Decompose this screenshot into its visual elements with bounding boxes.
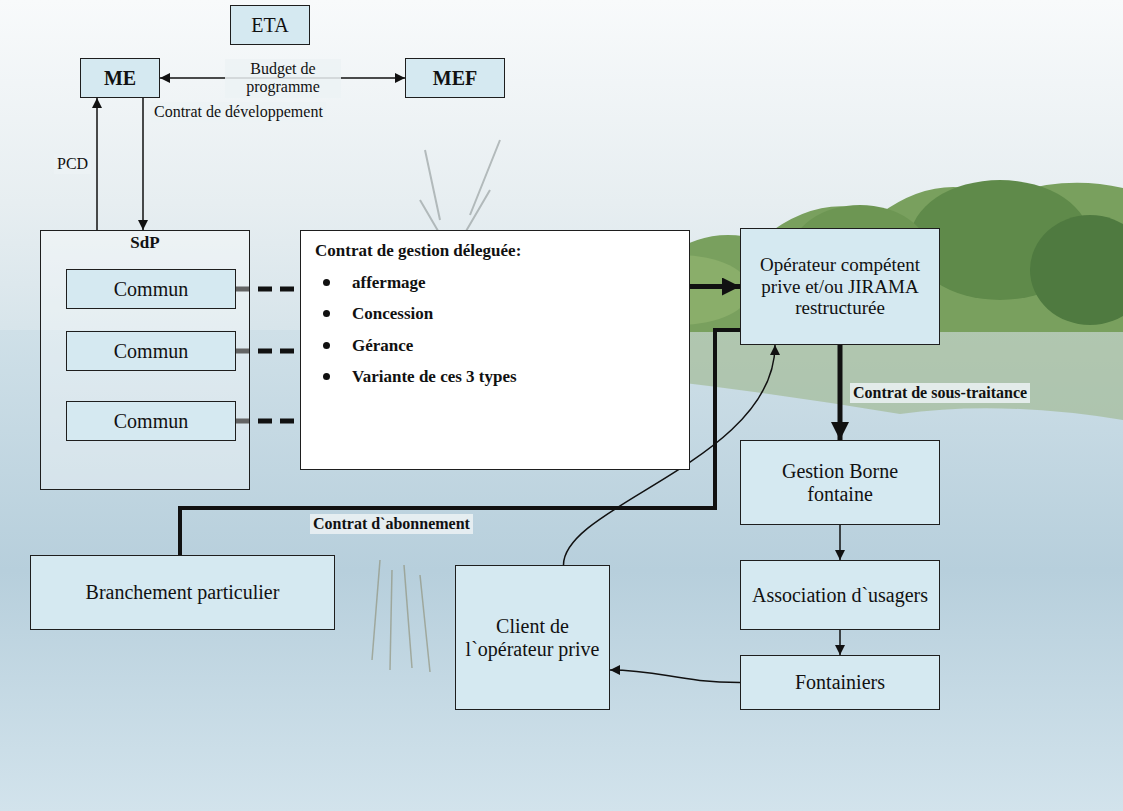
entity-box: MEF <box>405 58 505 98</box>
node-text: Gérance <box>352 336 413 356</box>
node-text: Commun <box>114 410 188 433</box>
connector <box>690 284 740 289</box>
node-text: Opérateur compétent prive et/ou JIRAMA r… <box>747 254 933 320</box>
node-text: Gestion Borne fontaine <box>747 460 933 506</box>
node-text: ETA <box>251 14 288 37</box>
group-box: SdPCommunCommunCommun <box>40 230 250 490</box>
process-box: Gestion Borne fontaine <box>740 440 940 525</box>
node-text: Commun <box>114 278 188 301</box>
process-box: Fontainiers <box>740 655 940 710</box>
edge-label: Budget de programme <box>225 59 341 98</box>
box-heading: SdP <box>130 233 159 253</box>
edge-label: Contrat de développement <box>151 102 326 122</box>
connector <box>610 670 740 683</box>
contract-box: Contrat de gestion déleguée: affermageCon… <box>300 230 690 470</box>
edge-label: PCD <box>54 154 91 174</box>
connector <box>142 98 144 230</box>
node-text: ME <box>104 67 136 90</box>
node-text: Association d`usagers <box>752 584 928 607</box>
tree <box>1030 215 1123 325</box>
bullet-item: Gérance <box>315 336 413 356</box>
node-text: Commun <box>114 340 188 363</box>
bullet-dot <box>323 279 330 286</box>
node-text: Branchement particulier <box>86 581 280 604</box>
entity-box: ME <box>80 58 160 98</box>
client-box: Client de l`opérateur prive <box>455 565 610 710</box>
bullet-item: Concession <box>315 304 433 324</box>
entity-box: ETA <box>230 5 310 45</box>
reeds <box>372 560 430 672</box>
node-text: Concession <box>352 304 433 324</box>
commune-box: Commun <box>66 269 236 309</box>
node-text: MEF <box>433 67 477 90</box>
bullet-item: affermage <box>315 273 426 293</box>
node-text: Client de l`opérateur prive <box>462 615 603 661</box>
bullet-dot <box>323 342 330 349</box>
connector <box>838 345 843 440</box>
bullet-item: Variante de ces 3 types <box>315 367 517 387</box>
edge-label: Contrat de sous-traitance <box>850 383 1030 403</box>
connector <box>96 98 98 230</box>
commune-box: Commun <box>66 401 236 441</box>
process-box: Association d`usagers <box>740 560 940 630</box>
edge-label: Contrat d`abonnement <box>310 514 473 534</box>
box-heading: Contrat de gestion déleguée: <box>315 241 521 261</box>
node-text: Variante de ces 3 types <box>352 367 517 387</box>
commune-box: Commun <box>66 331 236 371</box>
connector <box>839 630 841 655</box>
connection-box: Branchement particulier <box>30 555 335 630</box>
operator-box: Opérateur compétent prive et/ou JIRAMA r… <box>740 228 940 345</box>
bullet-dot <box>323 373 330 380</box>
node-text: Fontainiers <box>795 671 885 694</box>
bullet-dot <box>323 310 330 317</box>
connector <box>839 525 841 560</box>
node-text: affermage <box>352 273 426 293</box>
